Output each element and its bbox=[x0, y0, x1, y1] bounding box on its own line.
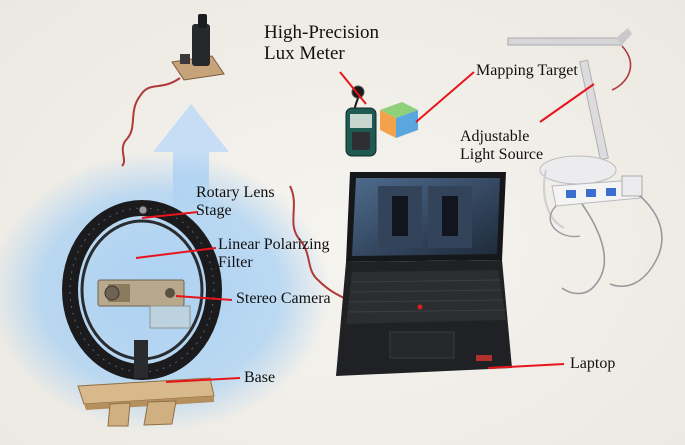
label-polarizing-filter: Linear Polarizing Filter bbox=[218, 236, 330, 272]
label-lux-meter-line2: Lux Meter bbox=[264, 43, 345, 65]
wooden-base-icon bbox=[77, 340, 215, 427]
pointer-mapping-target bbox=[415, 71, 475, 123]
label-light-source-line2: Light Source bbox=[460, 145, 544, 163]
label-lux-meter-line1: High-Precision bbox=[264, 22, 380, 43]
pointer-lux-meter bbox=[339, 71, 367, 105]
pointer-light-source bbox=[539, 83, 595, 123]
webcam-cable bbox=[121, 77, 181, 167]
label-rotary-stage: Rotary Lens Stage bbox=[196, 184, 275, 220]
label-stereo-camera: Stereo Camera bbox=[236, 290, 331, 307]
webcam-icon bbox=[171, 14, 225, 81]
pointer-base bbox=[165, 377, 241, 383]
pointer-stereo-camera bbox=[175, 295, 233, 301]
pointer-lines bbox=[135, 71, 595, 383]
label-light-source: Adjustable Light Source bbox=[460, 128, 543, 164]
label-lux-meter: High-Precision Lux Meter bbox=[264, 22, 379, 65]
desk-lamp-icon bbox=[507, 28, 632, 229]
laptop-icon bbox=[336, 172, 512, 376]
pointer-polarizing-filter bbox=[135, 247, 217, 259]
label-base: Base bbox=[244, 369, 276, 386]
lux-meter-icon bbox=[345, 85, 377, 157]
pointer-rotary-stage bbox=[141, 211, 199, 219]
label-mapping-target: Mapping Target bbox=[476, 62, 578, 79]
label-rotary-stage-line1: Rotary Lens bbox=[196, 184, 275, 201]
pointer-laptop bbox=[487, 363, 565, 369]
stereo-camera-icon bbox=[97, 279, 191, 329]
label-laptop: Laptop bbox=[570, 355, 616, 372]
label-polarizing-filter-line1: Linear Polarizing bbox=[218, 236, 330, 253]
camera-cable bbox=[289, 185, 345, 299]
label-light-source-line1: Adjustable bbox=[460, 128, 530, 145]
label-rotary-stage-line2: Stage bbox=[196, 201, 232, 219]
rubik-cube-target-icon bbox=[380, 102, 418, 138]
power-strip-icon bbox=[549, 175, 663, 295]
label-polarizing-filter-line2: Filter bbox=[218, 253, 253, 271]
